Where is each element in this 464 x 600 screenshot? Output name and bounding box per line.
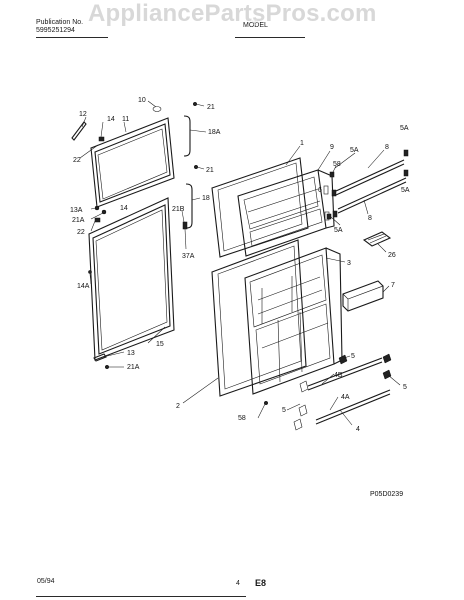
- publication-label: Publication No.: [36, 19, 84, 26]
- screw-21a-lower: [104, 364, 110, 370]
- watermark: AppliancePartsPros.com: [88, 0, 377, 27]
- label-13a: 13A: [70, 207, 83, 214]
- label-13: 13: [127, 350, 135, 357]
- watermark-registered-mark: ®: [252, 18, 258, 27]
- footer-section-code: E8: [255, 578, 267, 588]
- label-14a: 14A: [77, 283, 90, 290]
- label-18a: 18A: [208, 129, 221, 136]
- label-22b: 22: [77, 229, 85, 236]
- label-10: 10: [138, 97, 146, 104]
- label-11: 11: [122, 116, 129, 123]
- label-5a-1: 5A: [350, 147, 359, 154]
- bushing-22: [98, 136, 105, 142]
- door-handles: [182, 101, 199, 230]
- label-18: 18: [202, 195, 210, 202]
- label-37a: 37A: [182, 253, 195, 260]
- label-21a-lower: 21A: [127, 364, 140, 371]
- freezer-door-gasket: [90, 117, 175, 208]
- hardware-parts: [71, 106, 162, 370]
- label-14: 14: [107, 116, 115, 123]
- label-21b: 21: [206, 167, 214, 174]
- label-14b: 14: [120, 205, 128, 212]
- label-5c: 5: [282, 407, 286, 414]
- cap-10: [152, 106, 162, 112]
- label-5a-3: 5A: [401, 187, 410, 194]
- clips-5a: [263, 171, 335, 406]
- label-5: 5: [351, 353, 355, 360]
- label-2: 2: [176, 403, 180, 410]
- fresh-food-door-gasket: [88, 197, 175, 361]
- label-6: 6: [318, 187, 322, 194]
- diagram-code: P05D0239: [370, 491, 403, 498]
- label-7: 7: [391, 282, 395, 289]
- label-5a-4: 5A: [334, 227, 343, 234]
- label-58: 58: [333, 161, 341, 168]
- leader-lines: [79, 100, 401, 426]
- label-26: 26: [388, 252, 396, 259]
- egg-tray-26: [362, 231, 392, 247]
- label-21b-part: 21B: [172, 206, 185, 213]
- label-21a-upper: 21A: [72, 217, 85, 224]
- label-4: 4: [356, 426, 360, 433]
- label-8b: 8: [368, 215, 372, 222]
- trim-12: [71, 121, 87, 141]
- label-5b: 5: [403, 384, 407, 391]
- label-3: 3: [347, 260, 351, 267]
- screw-14a: [88, 270, 92, 274]
- label-12: 12: [79, 111, 87, 118]
- footer-page-number: 4: [236, 580, 240, 587]
- label-1: 1: [300, 140, 304, 147]
- label-58b: 58: [238, 415, 246, 422]
- model-label: MODEL: [243, 22, 268, 29]
- freezer-inner-door-panel: [211, 157, 309, 258]
- fresh-food-door-liner: [244, 247, 343, 395]
- butter-compartment-7: [342, 280, 384, 312]
- header-rule-right: [235, 37, 305, 38]
- shelf-bars-8: [331, 149, 409, 218]
- label-4b: 4B: [334, 372, 343, 379]
- label-8: 8: [385, 144, 389, 151]
- label-5a-2: 5A: [400, 125, 409, 132]
- hinge-13: [93, 353, 107, 362]
- label-15: 15: [156, 341, 164, 348]
- shelf-bars-4: [293, 353, 392, 431]
- label-4a: 4A: [341, 394, 350, 401]
- bushing-22-lower: [94, 217, 101, 223]
- footer-rule: [36, 596, 246, 597]
- label-22: 22: [73, 157, 81, 164]
- label-21: 21: [207, 104, 215, 111]
- header-rule-left: [36, 37, 108, 38]
- fresh-food-inner-panel: [211, 239, 307, 397]
- freezer-door-liner: [237, 169, 335, 257]
- callout-labels: 12 10 14 11 22 13A 14 21A 22 14A 15 13 2…: [70, 97, 410, 433]
- publication-number: 5995251294: [36, 27, 75, 34]
- footer-date: 05/94: [37, 578, 55, 585]
- label-9: 9: [330, 144, 334, 151]
